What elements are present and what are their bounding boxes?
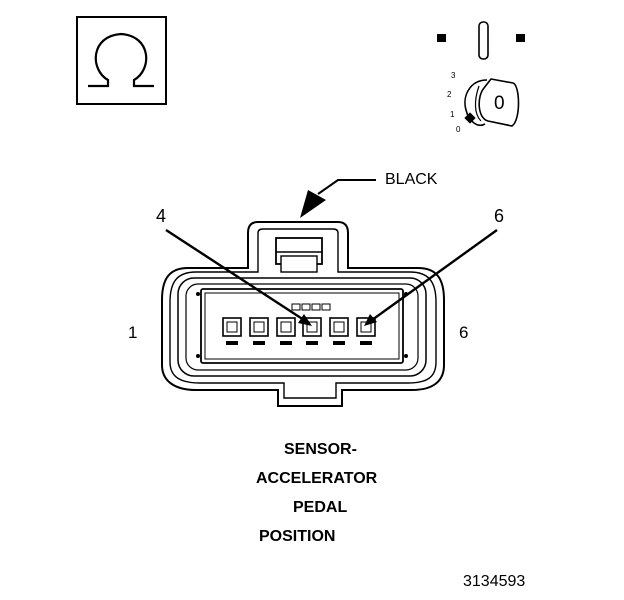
probe-label-6: 6	[494, 206, 505, 226]
ohm-symbol-icon	[76, 16, 167, 105]
probe-leader-4	[165, 228, 312, 326]
ignition-position-3: 3	[451, 71, 456, 80]
title-line-4: POSITION	[259, 528, 336, 545]
terminal-cavity-1	[222, 317, 242, 345]
terminal-cavity-2	[249, 317, 269, 345]
pin-end-label-right: 6	[459, 323, 469, 342]
title-line-1: SENSOR-	[284, 441, 357, 458]
terminal-cavity-5	[329, 317, 349, 345]
title-line-3: PEDAL	[293, 499, 348, 516]
ignition-key-label: 0	[494, 93, 505, 114]
black-color-pointer	[300, 179, 376, 218]
title-line-2: ACCELERATOR	[256, 470, 378, 487]
ignition-position-1: 1	[450, 110, 455, 119]
ignition-position-0: 0	[456, 125, 461, 134]
terminal-cavity-4	[302, 317, 322, 345]
terminal-cavity-3	[276, 317, 296, 345]
ignition-position-2: 2	[447, 90, 452, 99]
connector-color-label: BLACK	[385, 171, 438, 188]
pin-end-label-left: 1	[128, 323, 138, 342]
probe-label-4: 4	[156, 206, 167, 226]
figure-number: 3134593	[463, 573, 526, 590]
connector-body	[161, 221, 445, 407]
probe-leader-6	[364, 229, 498, 326]
